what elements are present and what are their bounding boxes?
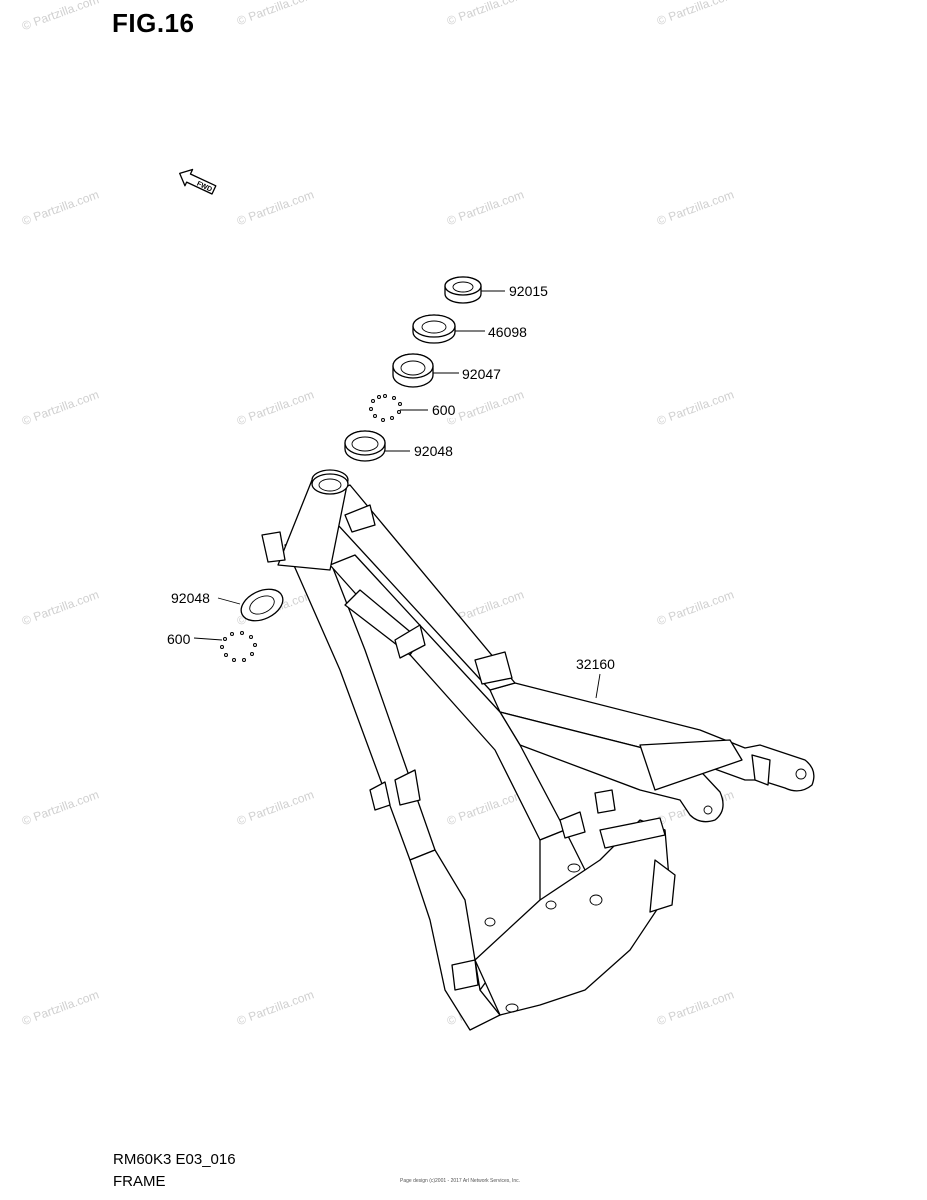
callout-92047: 92047 — [461, 366, 502, 382]
callout-46098: 46098 — [487, 324, 528, 340]
fwd-arrow-icon: FWD — [179, 168, 217, 195]
fwd-label: FWD — [195, 180, 212, 193]
callout-32160: 32160 — [575, 656, 616, 672]
callout-600-upper: 600 — [431, 402, 457, 418]
section-name: FRAME — [113, 1173, 166, 1190]
figure-title: FIG.16 — [112, 8, 195, 38]
part-600-lower-icon — [220, 631, 257, 662]
callout-92048-upper: 92048 — [413, 443, 454, 459]
frame-32160-icon — [261, 469, 815, 1031]
footer-note: Page design (c)2001 - 2017 Arl Network S… — [400, 1178, 520, 1184]
model-code: RM60K3 E03_016 — [113, 1151, 236, 1168]
footer-line: Page design (c)2001 - 2017 Arl Network S… — [400, 1178, 521, 1184]
part-92048-upper-icon — [344, 430, 386, 462]
callout-600-lower: 600 — [166, 631, 192, 647]
part-92048-lower-icon — [240, 588, 284, 622]
part-92015-icon — [444, 276, 482, 304]
part-92047-icon — [392, 353, 434, 388]
leader-lines — [193, 290, 601, 699]
part-46098-icon — [412, 314, 456, 344]
callout-92015: 92015 — [508, 283, 549, 299]
part-600-upper-icon — [369, 394, 402, 422]
callout-92048-lower: 92048 — [170, 590, 211, 606]
